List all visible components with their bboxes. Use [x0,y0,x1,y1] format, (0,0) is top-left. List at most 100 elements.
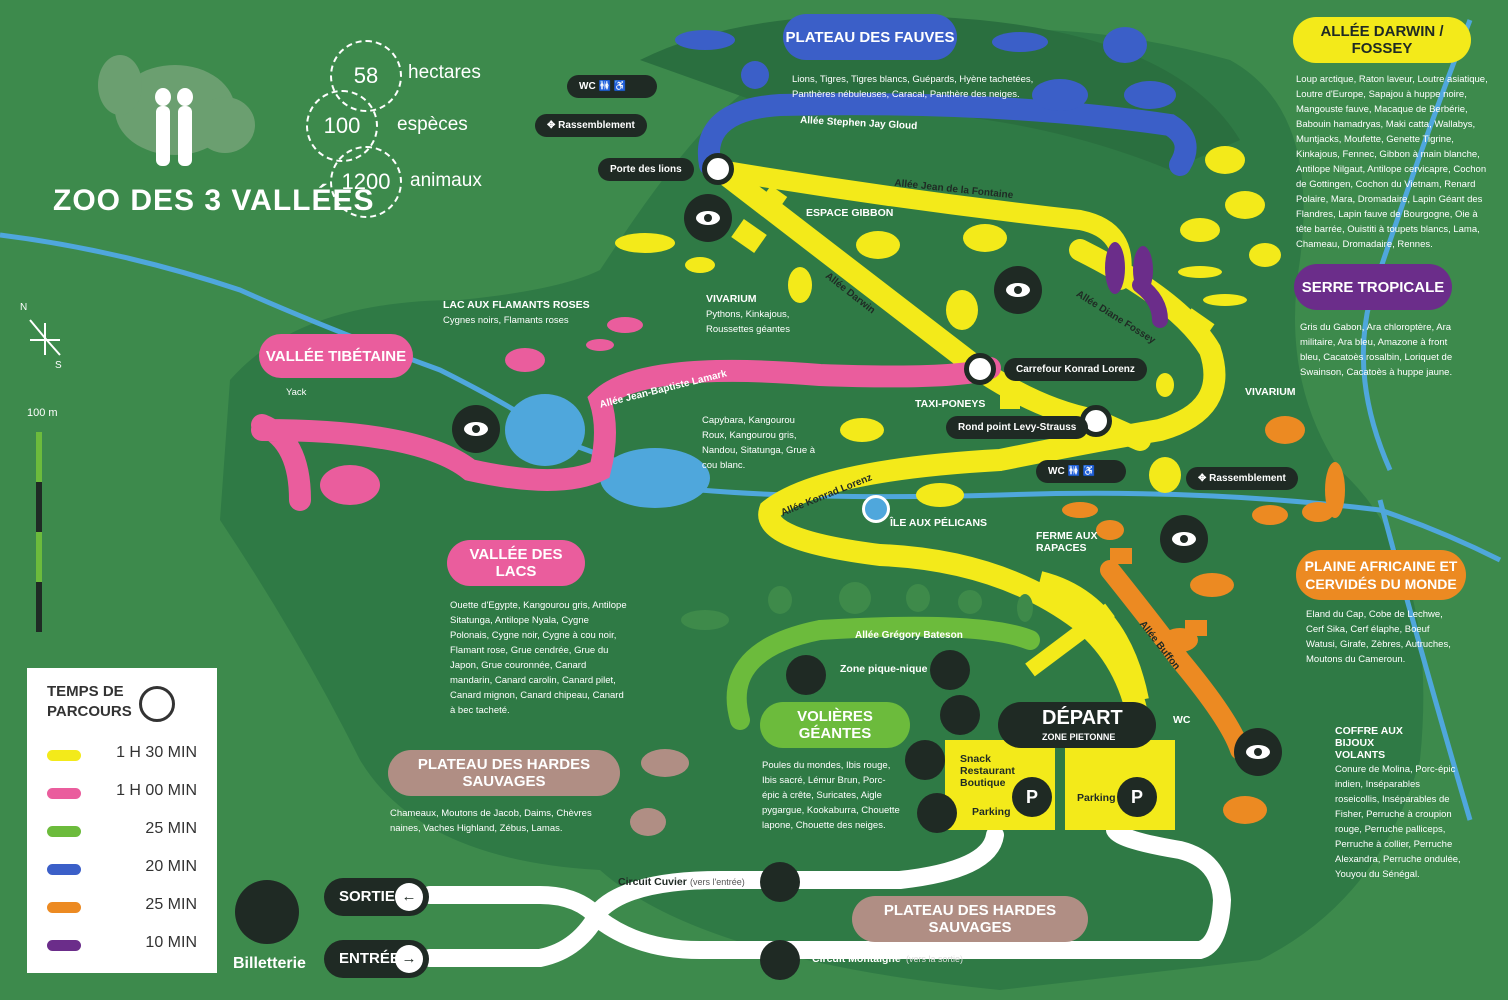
legend-time: 1 H 30 MIN [116,744,197,761]
zone-desc: Conure de Molina, Porc-épic indien, Insé… [1335,764,1461,880]
billetterie-label: Billetterie [233,955,306,972]
rond-point-tag[interactable]: Rond point Levy-Strauss [946,416,1089,439]
zone-title: SERRE TROPICALE [1301,278,1445,296]
stat-label: espèces [397,114,468,135]
zone-vallee-tibetaine[interactable]: VALLÉE TIBÉTAINE [259,334,413,378]
viewpoint-eye-icon[interactable] [1234,728,1282,776]
porte-lions-label: Porte des lions [610,164,682,175]
rassemblement-tag-top[interactable]: ✥ Rassemblement [535,114,647,137]
rassemblement-tag-east[interactable]: ✥ Rassemblement [1186,467,1298,490]
parking-icon[interactable]: P [1117,777,1157,817]
stat-value: 100 [323,113,361,138]
stat-label: hectares [408,62,481,83]
wc-label: WC [1048,466,1065,477]
entree-button[interactable]: ENTRÉE → [324,940,429,978]
ile-pelicans-marker[interactable] [862,495,890,523]
legend-time: 20 MIN [145,858,197,875]
zone-darwin-fossey[interactable]: ALLÉE DARWIN / FOSSEY [1293,17,1471,63]
legend-time: 25 MIN [145,896,197,913]
zone-desc: Yack [286,387,307,398]
wc-tag-east[interactable]: WC 🚻 ♿ [1036,460,1126,483]
legend-row: 10 MIN [47,934,197,954]
zone-vallee-lacs[interactable]: VALLÉE DES LACS [447,540,585,586]
legend-row: 1 H 30 MIN [47,744,197,764]
zone-title: PLATEAU DES HARDES SAUVAGES [883,902,1057,936]
wc-tag-top[interactable]: WC 🚻 ♿ [567,75,657,98]
car-icon [760,862,800,902]
ferme-rapaces-label: FERME AUX RAPACES [1036,530,1098,554]
snack-icon[interactable] [940,695,980,735]
legend-swatch-pink [47,788,81,799]
zone-desc: Gris du Gabon, Ara chloroptère, Ara mili… [1300,322,1453,378]
sortie-button[interactable]: SORTIE ← [324,878,429,916]
wc-label: WC [579,81,596,92]
zone-desc: Chameaux, Moutons de Jacob, Daims, Chèvr… [390,808,592,834]
zone-desc: Poules du mondes, Ibis rouge, Ibis sacré… [762,760,900,831]
arrow-left-icon: ← [395,883,423,911]
porte-lions-tag[interactable]: Porte des lions [598,158,694,181]
legend-swatch-orange [47,902,81,913]
zone-plateau-fauves[interactable]: PLATEAU DES FAUVES [783,14,957,60]
car-icon [760,940,800,980]
legend-swatch-green [47,826,81,837]
ile-pelicans-label: ÎLE AUX PÉLICANS [890,517,988,529]
viewpoint-eye-icon[interactable] [452,405,500,453]
zone-plateau-hardes-2[interactable]: PLATEAU DES HARDES SAUVAGES [852,896,1088,942]
zone-title: VALLÉE DES LACS [469,546,563,580]
parking-p: P [1025,786,1038,807]
zone-desc: Eland du Cap, Cobe de Lechwe, Cerf Sika,… [1306,609,1451,665]
legend-row: 25 MIN [47,896,197,916]
arrow-right-icon: → [395,945,423,973]
wc-label-depart: WC [1173,714,1191,726]
zone-desc: Loup arctique, Raton laveur, Loutre asia… [1296,74,1488,250]
depart-label: DÉPART [1042,707,1123,729]
zone-lac-flamants-title: LAC AUX FLAMANTS ROSES [443,299,590,311]
zoo-title: ZOO DES 3 VALLÉES [53,184,375,217]
zone-desc: Lions, Tigres, Tigres blancs, Guépards, … [792,74,1034,100]
zone-plateau-hardes-1[interactable]: PLATEAU DES HARDES SAUVAGES [388,750,620,796]
carrefour-marker[interactable] [964,353,996,385]
legend-swatch-purple [47,940,81,951]
zone-desc: Cygnes noirs, Flamants roses [443,315,569,326]
zone-plaine-africaine[interactable]: PLAINE AFRICAINE ET CERVIDÉS DU MONDE [1296,550,1466,600]
zone-title: PLATEAU DES HARDES SAUVAGES [417,756,591,790]
parking-label: Parking [972,806,1011,818]
viewpoint-eye-icon[interactable] [994,266,1042,314]
zone-volieres[interactable]: VOLIÈRES GÉANTES [760,702,910,748]
legend-time: 1 H 00 MIN [116,782,197,799]
picnic-icon [786,655,826,695]
carrefour-tag[interactable]: Carrefour Konrad Lorenz [1004,358,1147,381]
legend-row: 25 MIN [47,820,197,840]
snack-label: Snack Restaurant Boutique [960,753,1015,789]
ticket-icon[interactable] [235,880,299,944]
shop-icon[interactable] [917,793,957,833]
legend-time: 10 MIN [145,934,197,951]
legend-swatch-blue [47,864,81,875]
stat-value: 1200 [341,169,391,194]
zone-title: VALLÉE TIBÉTAINE [265,347,407,365]
zone-serre-tropicale[interactable]: SERRE TROPICALE [1294,264,1452,310]
zone-title: PLAINE AFRICAINE ET CERVIDÉS DU MONDE [1304,558,1458,592]
circuit-montaigne-note: (vers la sortie) [906,954,964,964]
zone-title: ALLÉE DARWIN / FOSSEY [1320,23,1444,57]
depart-banner[interactable]: DÉPART ZONE PIETONNE [998,702,1156,748]
rassemblement-label: Rassemblement [1209,473,1286,484]
capybara-desc: Capybara, Kangourou Roux, Kangourou gris… [702,415,816,471]
zone-desc: Pythons, Kinkajous, Roussettes géantes [706,309,790,335]
picnic-icon [930,650,970,690]
restaurant-icon[interactable] [905,740,945,780]
rassemblement-label: Rassemblement [558,120,635,131]
stopwatch-icon [139,686,175,722]
circuit-montaigne-label: Circuit Montaigne [812,953,901,965]
gather-icon: ✥ [1198,473,1207,484]
porte-lions-marker[interactable] [702,153,734,185]
rond-point-label: Rond point Levy-Strauss [958,422,1077,433]
parking-label: Parking [1077,792,1116,804]
scale-label: 100 m [27,407,58,419]
circuit-cuvier-note: (vers l'entrée) [690,877,745,887]
parking-p: P [1130,786,1143,807]
viewpoint-eye-icon[interactable] [1160,515,1208,563]
viewpoint-eye-icon[interactable] [684,194,732,242]
pique-nique-label: Zone pique-nique [840,663,928,675]
parking-icon[interactable]: P [1012,777,1052,817]
